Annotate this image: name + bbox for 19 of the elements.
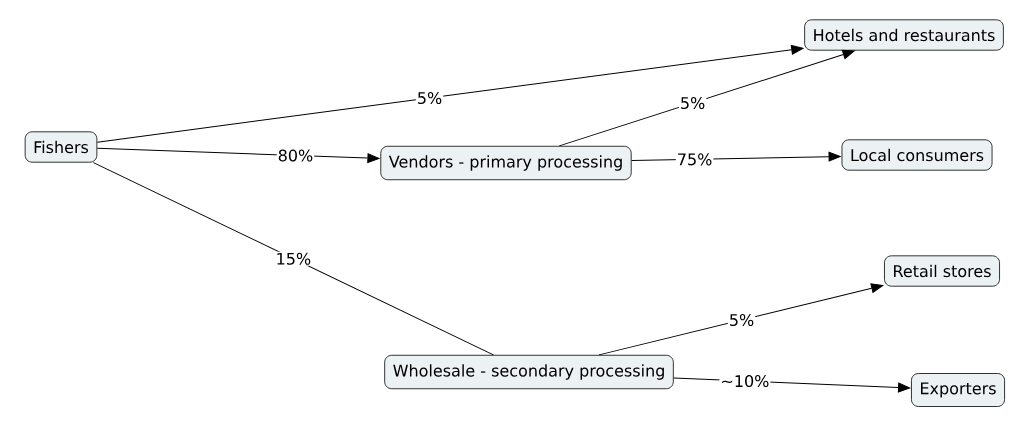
edge-label: 5% [418,91,442,105]
arrow [96,44,804,143]
process-box: Exporters [911,373,1005,407]
process-box: Wholesale - secondary processing [384,354,674,390]
edge-label: 80% [278,149,313,162]
process-box: Fishers [24,131,98,163]
edge-label: ~10% [722,375,769,388]
arrow [96,147,380,163]
arrow [598,283,884,356]
arrow [558,49,855,147]
process-box: Vendors - primary processing [380,145,632,181]
edge-label: 5% [681,96,705,110]
edge-label: 5% [730,313,754,327]
edge-label: 75% [678,153,712,166]
process-box: Retail stores [884,255,1000,287]
process-box: Local consumers [841,139,993,171]
edge-label: 15% [277,252,311,265]
process-box: Hotels and restaurants [804,19,1004,51]
arrow [631,151,841,162]
